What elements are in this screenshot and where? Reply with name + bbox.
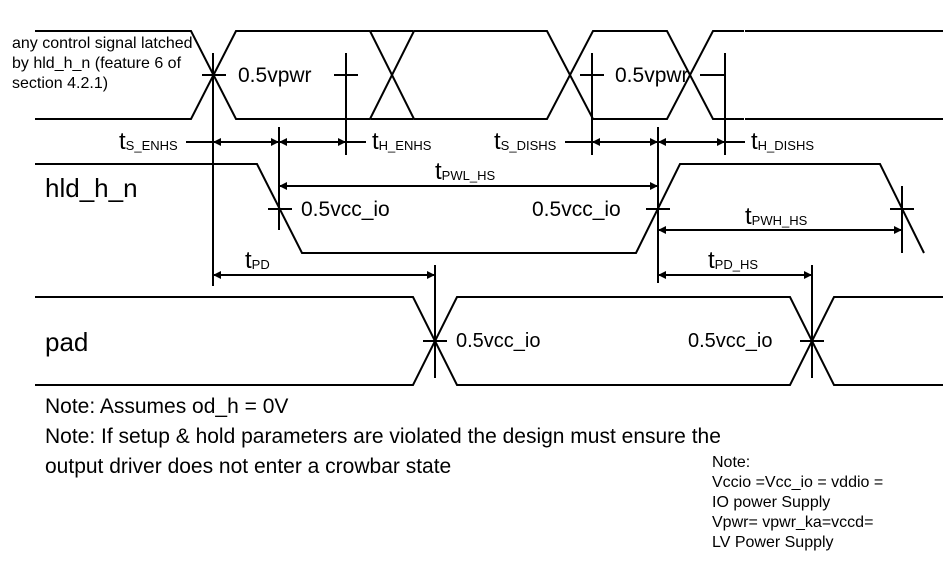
threshold-vccio-label: 0.5vcc_io [301,198,390,221]
control-signal-label: any control signal latched by hld_h_n (f… [12,35,193,92]
side-note-line: IO power Supply [712,494,831,511]
side-note-line: Vpwr= vpwr_ka=vccd= [712,514,874,531]
ts-enhs-label: tS_ENHS [119,128,178,155]
threshold-vccio-label: 0.5vcc_io [456,330,541,352]
threshold-vccio-label: 0.5vcc_io [532,198,621,221]
tpd-hs-label: tPD_HS [708,247,759,274]
tpwh-hs-label: tPWH_HS [745,203,808,230]
pad-waveform [35,296,943,386]
side-note-title: Note: [712,454,751,471]
th-enhs-label: tH_ENHS [372,128,432,155]
threshold-vccio-label: 0.5vcc_io [688,330,773,352]
ts-dishs-label: tS_DISHS [494,128,557,155]
pad-label: pad [45,327,89,357]
note-setup-hold-line1: Note: If setup & hold parameters are vio… [45,425,721,448]
th-dishs-label: tH_DISHS [751,128,815,155]
tpd-label: tPD [245,247,270,274]
note-od-h: Note: Assumes od_h = 0V [45,395,289,418]
side-note: Note: Vccio =Vcc_io = vddio = IO power S… [712,453,883,553]
side-note-line: LV Power Supply [712,534,834,551]
tpwl-hs-label: tPWL_HS [435,158,496,185]
note-setup-hold-line2: output driver does not enter a crowbar s… [45,455,452,478]
hld-h-n-waveform [35,163,925,254]
hld-h-n-label: hld_h_n [45,173,138,203]
threshold-vpwr-label: 0.5vpwr [238,64,312,87]
threshold-vpwr-label: 0.5vpwr [615,64,689,87]
side-note-line: Vccio =Vcc_io = vddio = [712,474,884,491]
